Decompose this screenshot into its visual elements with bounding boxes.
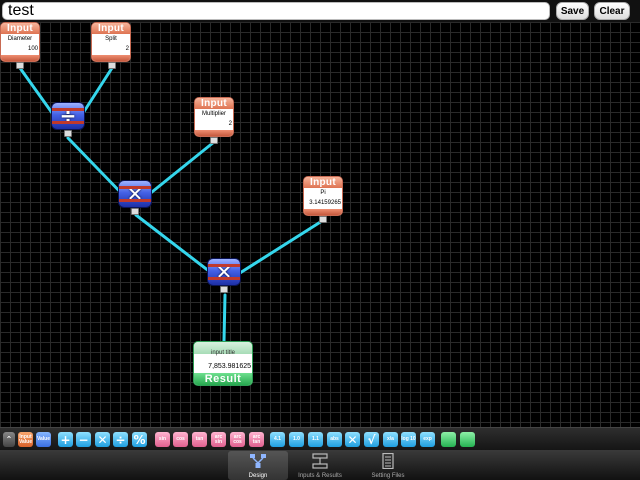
tab-inputs-results[interactable]: Inputs & Results (290, 451, 350, 480)
plus-icon[interactable]: + (58, 432, 73, 447)
input-node-name: Split (105, 36, 117, 42)
wire-multiply-result (222, 293, 227, 343)
input-value-icon[interactable]: Input Value (18, 432, 33, 447)
design-canvas[interactable]: Input Diameter 100 Input Split 2 Input M… (0, 22, 640, 427)
node-band (208, 277, 240, 280)
abs-icon[interactable]: abs (327, 432, 342, 447)
exp-icon[interactable]: exp (420, 432, 435, 447)
node-band (52, 121, 84, 124)
input-node-multiplier[interactable]: Input Multiplier 2 (194, 97, 234, 137)
tab-label: Setting Files (371, 473, 405, 479)
tab-setting-files[interactable]: Setting Files (358, 451, 418, 480)
wire-pi-multiply (230, 219, 324, 280)
cos-icon[interactable]: cos (173, 432, 188, 447)
multiply-icon[interactable]: ✕ (95, 432, 110, 447)
node-band (119, 186, 151, 189)
result-value: 7,853.981625 (208, 363, 251, 370)
input-node-value: 3.14159265 (309, 200, 341, 206)
tab-bar: Design Inputs & Results Setting Files (0, 450, 640, 480)
tab-design[interactable]: Design (228, 451, 288, 480)
ceil-icon[interactable]: 1.1 (308, 432, 323, 447)
input-node-value: 2 (228, 121, 232, 127)
divide-icon[interactable]: ÷ (113, 432, 128, 447)
tab-label: Inputs & Results (298, 473, 342, 479)
log10-icon[interactable]: log 10 (401, 432, 416, 447)
node-band (52, 108, 84, 111)
sqrt-icon[interactable]: √ (364, 432, 379, 447)
input-node-header: Input (195, 98, 233, 109)
input-node-footer (92, 55, 130, 61)
input-node-footer (304, 209, 342, 215)
document-icon (382, 453, 394, 469)
input-node-value: 100 (27, 46, 38, 52)
inputs-results-icon (312, 453, 328, 469)
output-port[interactable] (16, 62, 24, 69)
minus-icon[interactable]: − (76, 432, 91, 447)
node-band (119, 199, 151, 202)
input-node-diameter[interactable]: Input Diameter 100 (0, 22, 40, 62)
clear-button[interactable]: Clear (594, 2, 630, 20)
input-node-name: Diameter (7, 36, 33, 42)
power-icon[interactable]: ✕ (345, 432, 360, 447)
output-port[interactable] (319, 216, 327, 223)
tab-label: Design (248, 473, 268, 479)
calculation-title-input[interactable] (2, 2, 550, 20)
result-node[interactable]: input title 7,853.981625 Result (193, 341, 253, 386)
arccos-icon[interactable]: arc cos (230, 432, 245, 447)
result-icon[interactable] (460, 432, 475, 447)
output-port[interactable] (108, 62, 116, 69)
value-icon[interactable]: Value (36, 432, 51, 447)
multiply-node[interactable]: ✕ (118, 180, 152, 208)
input-node-split[interactable]: Input Split 2 (91, 22, 131, 62)
wire-multiply-multiply (134, 213, 220, 280)
input-node-header: Input (92, 23, 130, 34)
sin-icon[interactable]: sin (155, 432, 170, 447)
tan-icon[interactable]: tan (192, 432, 207, 447)
connection-wires (18, 66, 324, 343)
result-small-icon[interactable] (441, 432, 456, 447)
multiply-node[interactable]: ✕ (207, 258, 241, 286)
wire-multiplier-multiply (140, 140, 216, 202)
node-band (208, 264, 240, 267)
arctan-icon[interactable]: arc tan (249, 432, 264, 447)
output-port[interactable] (64, 130, 72, 137)
save-button[interactable]: Save (556, 2, 589, 20)
input-node-name: Pi (320, 190, 326, 196)
reciprocal-icon[interactable]: x/a (383, 432, 398, 447)
collapse-palette-icon[interactable]: ⌃ (3, 432, 15, 447)
percent-icon[interactable]: % (132, 432, 147, 447)
result-label: Result (194, 373, 252, 385)
result-title: input title (194, 342, 252, 356)
round-icon[interactable]: 4.1 (270, 432, 285, 447)
output-port[interactable] (220, 286, 228, 293)
top-bar: Save Clear (0, 0, 640, 22)
design-tree-icon (250, 454, 266, 468)
input-node-pi[interactable]: Input Pi 3.14159265 (303, 176, 343, 216)
input-node-header: Input (1, 23, 39, 34)
input-node-header: Input (304, 177, 342, 188)
arcsin-icon[interactable]: arc sin (211, 432, 226, 447)
input-node-name: Multiplier (201, 111, 226, 117)
output-port[interactable] (131, 208, 139, 215)
input-node-value: 2 (125, 46, 129, 52)
output-port[interactable] (210, 137, 218, 144)
input-node-footer (1, 55, 39, 61)
input-node-footer (195, 130, 233, 136)
divide-node[interactable]: ÷ (51, 102, 85, 130)
floor-icon[interactable]: 1.0 (289, 432, 304, 447)
